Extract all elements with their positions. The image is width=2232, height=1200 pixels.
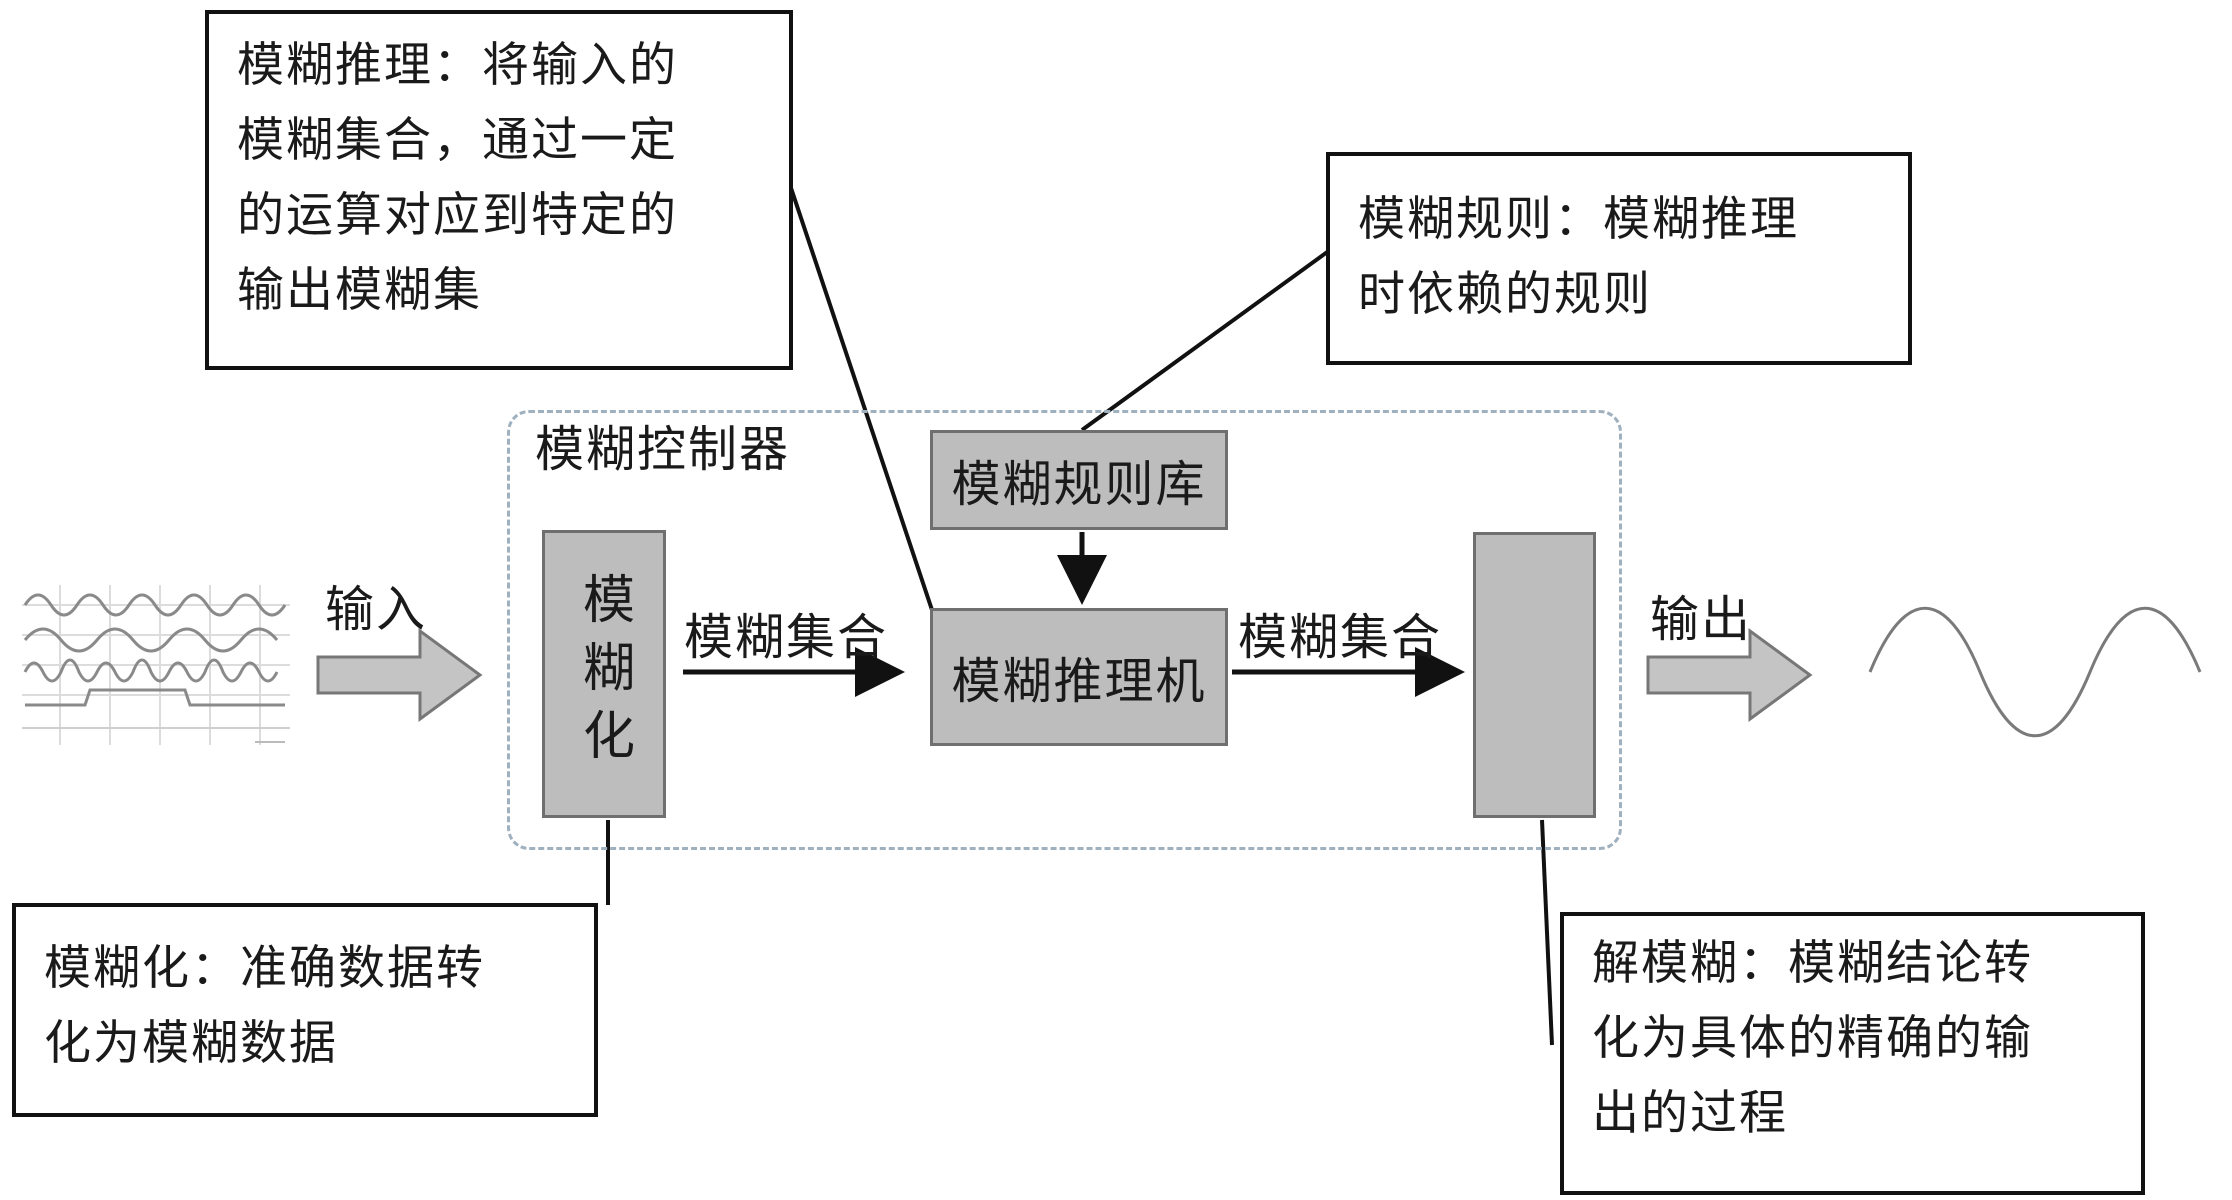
output-sine-wave-icon [1868,607,2202,737]
rule-base-block: 模糊规则库 [930,430,1228,530]
defuzzify-callout-line [1540,819,1554,1046]
input-label: 输入 [325,581,428,638]
defuzzify-note-line: 化为具体的精确的输 [1592,1011,2033,1066]
fuzzify-block-label: 模糊化 [573,572,634,776]
fuzzify-note: 模糊化：准确数据转 化为模糊数据 [12,903,598,1117]
fuzzy-set-label-1: 模糊集合 [684,609,889,666]
input-arrow [316,628,483,722]
inference-note-line: 模糊推理：将输入的 [237,38,678,93]
rules-callout-line [1080,248,1332,432]
rules-note-line: 模糊规则：模糊推理 [1358,192,1799,247]
controller-title: 模糊控制器 [535,421,791,478]
fuzzy-controller-container [507,410,1622,850]
rules-note: 模糊规则：模糊推理 时依赖的规则 [1326,152,1912,365]
defuzzify-note-line: 解模糊：模糊结论转 [1592,936,2033,991]
output-arrow [1646,628,1813,722]
inference-engine-block: 模糊推理机 [930,608,1228,746]
defuzzify-note-line: 出的过程 [1592,1086,1788,1141]
defuzzify-block [1473,532,1596,818]
inference-note-line: 模糊集合，通过一定 [237,113,678,168]
inference-note-line: 输出模糊集 [237,263,482,318]
output-label: 输出 [1650,591,1753,648]
input-waveform-icon [22,585,290,745]
defuzzify-note: 解模糊：模糊结论转 化为具体的精确的输 出的过程 [1560,912,2145,1195]
inference-note: 模糊推理：将输入的 模糊集合，通过一定 的运算对应到特定的 输出模糊集 [205,10,793,370]
fuzzify-block: 模糊化 [542,530,666,818]
fuzzify-note-line: 模糊化：准确数据转 [44,941,485,996]
fuzzy-set-label-2: 模糊集合 [1238,609,1443,666]
inference-callout-line [788,184,934,611]
inference-note-line: 的运算对应到特定的 [237,188,678,243]
rules-note-line: 时依赖的规则 [1358,267,1652,322]
fuzzify-note-line: 化为模糊数据 [44,1016,338,1071]
